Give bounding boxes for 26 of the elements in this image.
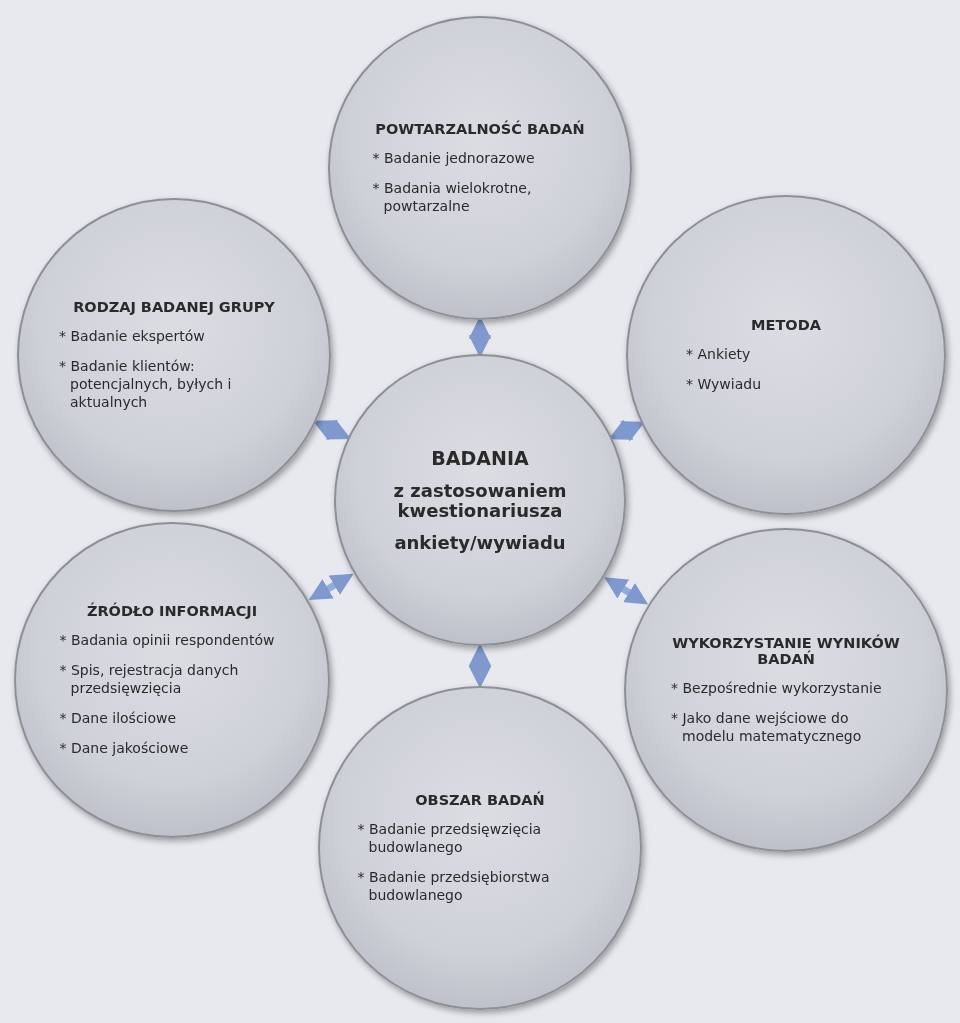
circle-heading: OBSZAR BADAŃ xyxy=(414,791,546,808)
double-arrow xyxy=(604,577,649,605)
bullet-item: * Badania opinii respondentów xyxy=(59,630,276,649)
bullet-item: * Badanie przedsięwzięcia budowlanego xyxy=(357,819,543,856)
bullet-item: * Wywiadu xyxy=(686,375,762,394)
circle-heading: BADANIA xyxy=(430,447,530,470)
circle-subtitle: ankiety/wywiadu xyxy=(393,532,567,553)
circle-heading: ŹRÓDŁO INFORMACJI xyxy=(85,602,259,619)
double-arrow xyxy=(308,573,354,601)
bullet-item: * Ankiety xyxy=(686,344,752,363)
bullet-item: * Badanie ekspertów xyxy=(59,326,206,345)
bullet-item: * Badanie klientów: potencjalnych, byłych i aktualnych xyxy=(59,356,233,412)
circle-subtitle: z zastosowaniem kwestionariusza xyxy=(392,481,568,521)
circle-heading: POWTARZALNOŚĆ BADAŃ xyxy=(374,120,586,137)
double-arrow xyxy=(468,643,492,689)
circle-heading: WYKORZYSTANIE WYNIKÓW BADAŃ xyxy=(671,634,901,667)
bullet-item: * Jako dane wejściowe do modelu matematycznego xyxy=(671,708,863,746)
circle-heading: RODZAJ BADANEJ GRUPY xyxy=(72,298,276,315)
circle-heading: METODA xyxy=(750,316,822,333)
bullet-item: * Dane jakościowe xyxy=(59,739,190,758)
bullet-item: * Badanie przedsiębiorstwa budowlanego xyxy=(357,868,551,905)
bullet-item: * Badanie jednorazowe xyxy=(372,148,536,167)
bullet-item: * Spis, rejestracja danych przedsięwzięcia xyxy=(59,660,240,698)
bullet-item: * Badania wielokrotne, powtarzalne xyxy=(372,178,533,216)
bullet-item: * Dane ilościowe xyxy=(59,709,178,728)
bullet-item: * Bezpośrednie wykorzystanie xyxy=(671,678,883,697)
